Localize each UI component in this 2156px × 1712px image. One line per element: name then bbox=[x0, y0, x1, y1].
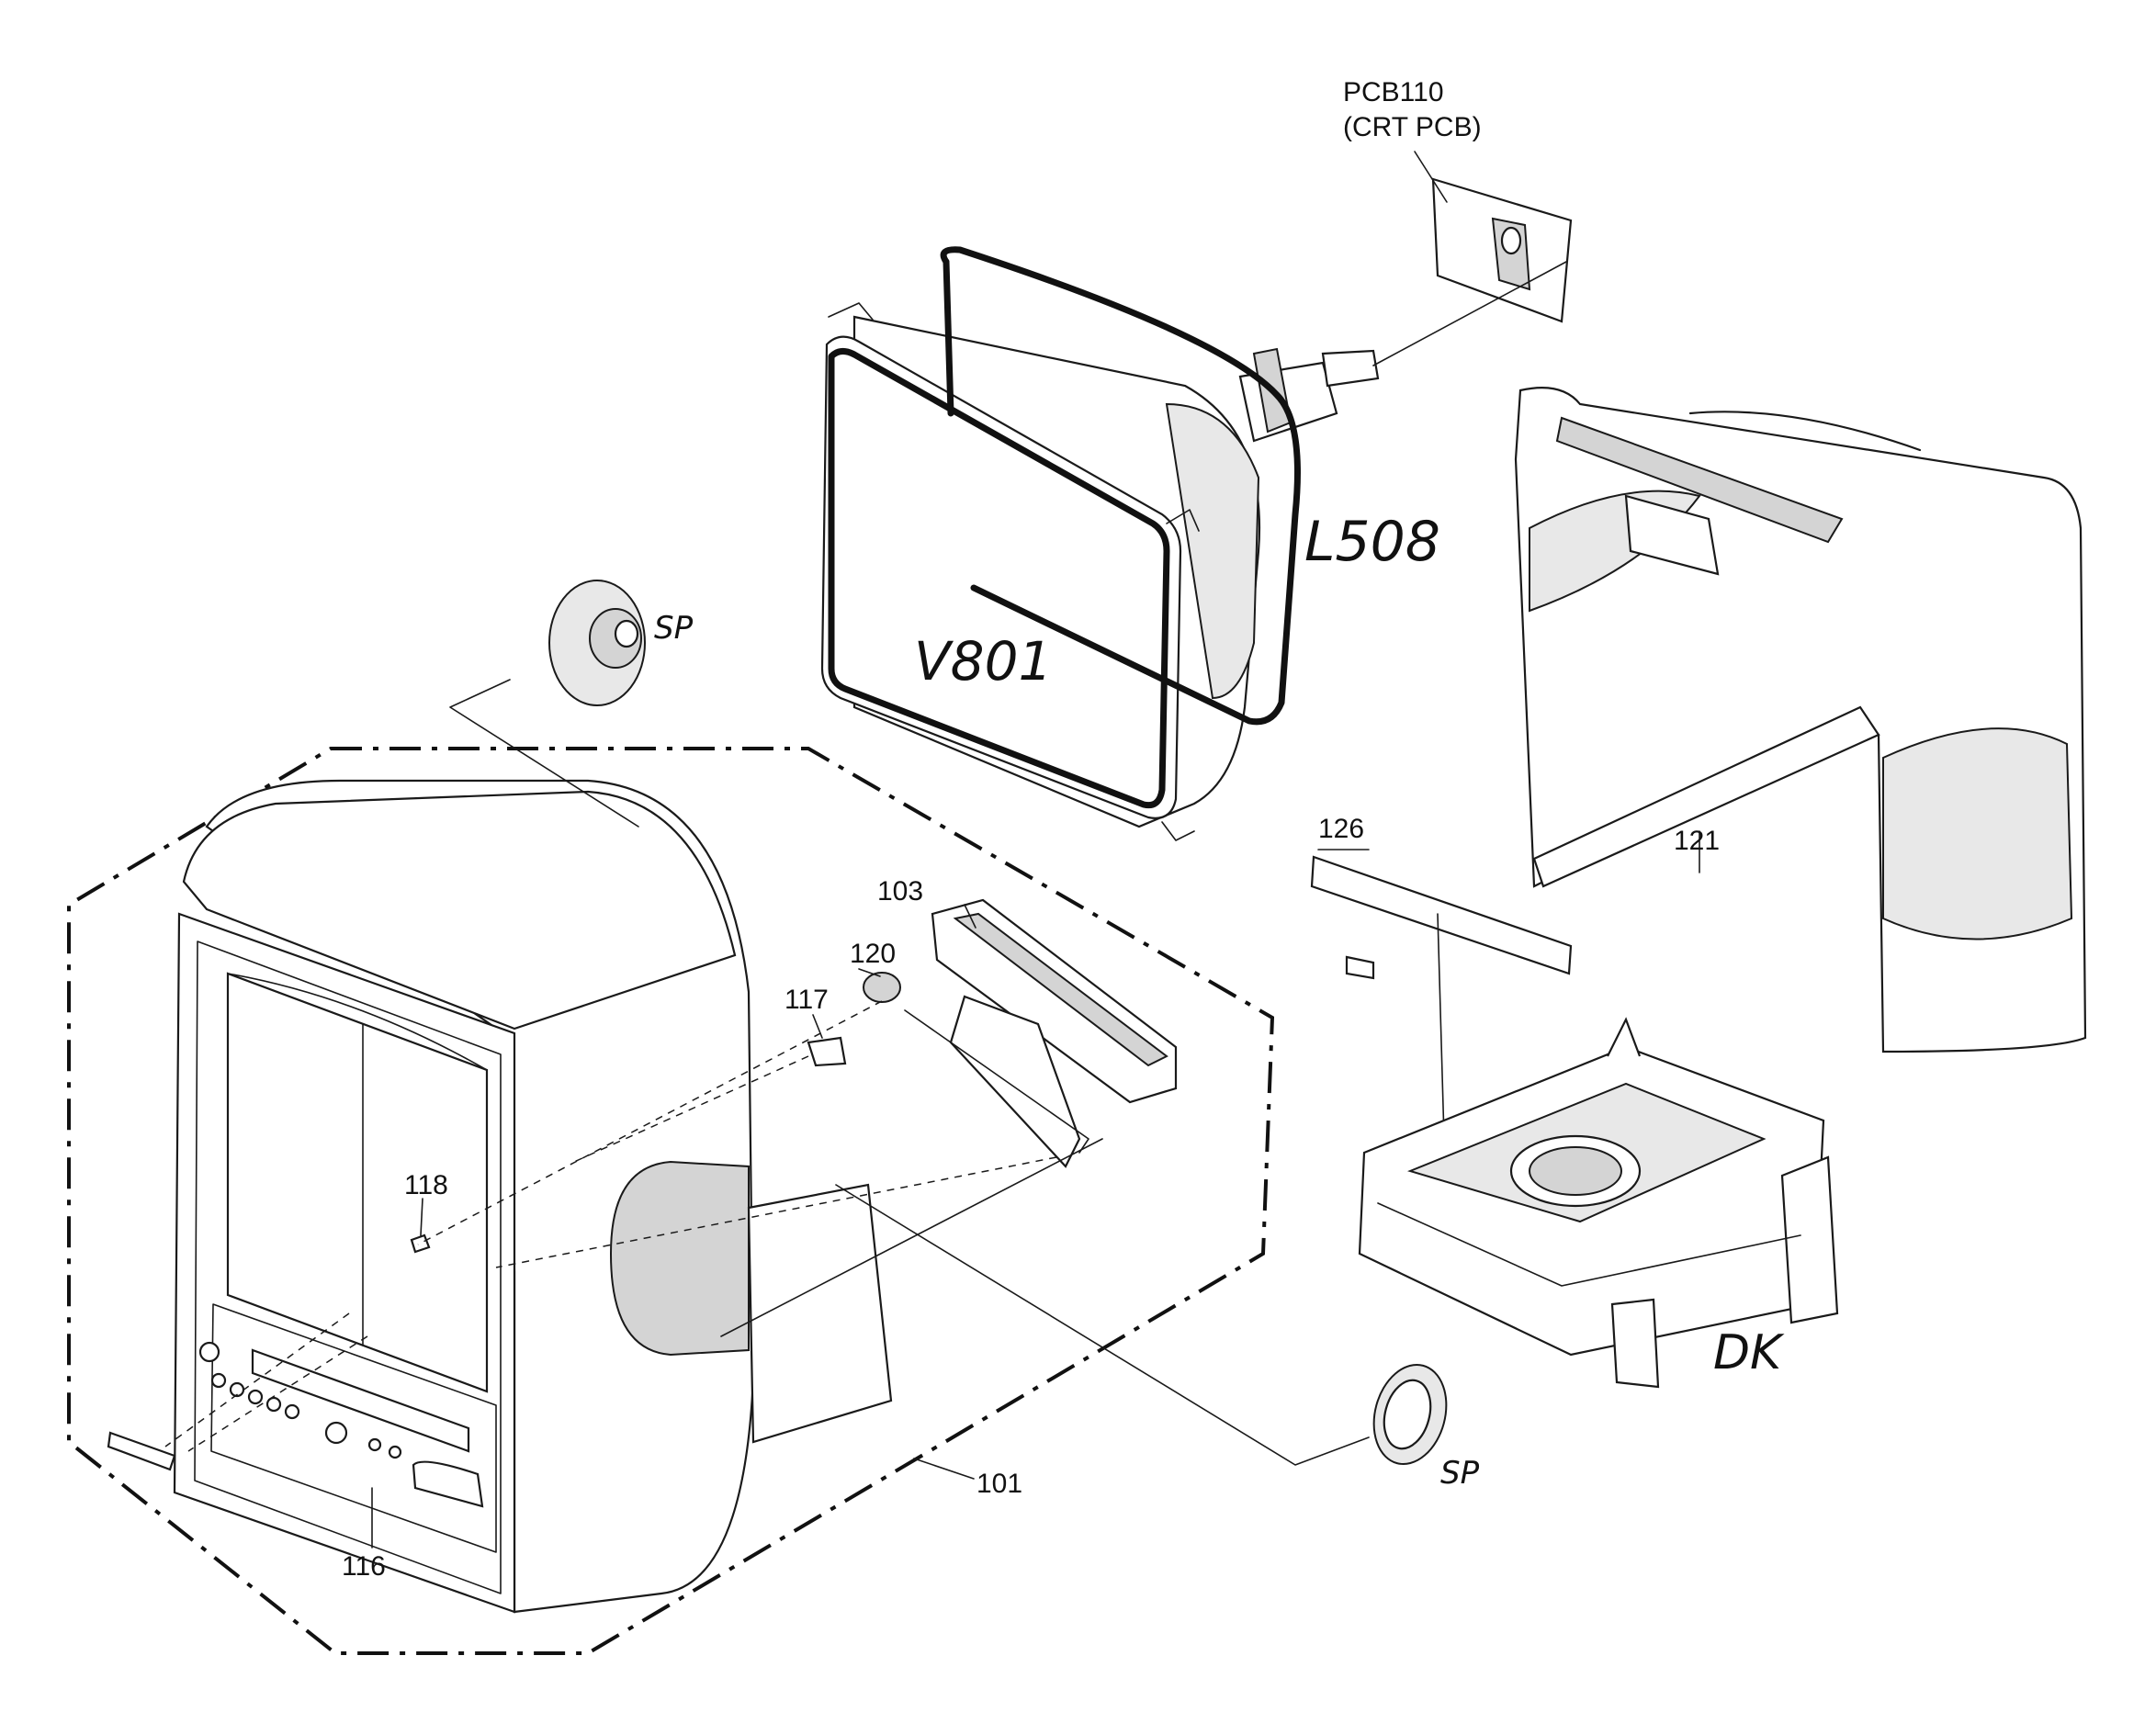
assembly-boundary-101 bbox=[67, 747, 1275, 1655]
control-pcb-103 bbox=[931, 898, 1178, 1168]
crt-tube-v801 bbox=[820, 302, 1380, 841]
label-103: 103 bbox=[877, 876, 923, 907]
pcb110-crt-pcb bbox=[1431, 177, 1573, 323]
label-101: 101 bbox=[976, 1469, 1022, 1499]
part-116-small bbox=[107, 1431, 176, 1471]
speaker-top bbox=[548, 580, 646, 706]
part-126-bar bbox=[1310, 855, 1573, 980]
label-v801: V801 bbox=[914, 630, 1052, 693]
front-cabinet bbox=[107, 779, 755, 1614]
base-plate bbox=[747, 1183, 893, 1444]
deck-mechanism-dk bbox=[1358, 1017, 1839, 1389]
label-126: 126 bbox=[1318, 814, 1364, 844]
label-120: 120 bbox=[850, 939, 896, 969]
label-dk: DK bbox=[1713, 1325, 1785, 1380]
label-crt-pcb: (CRT PCB) bbox=[1343, 112, 1482, 142]
part-120-knob bbox=[863, 972, 901, 1003]
label-116: 116 bbox=[342, 1551, 386, 1582]
label-sp-bottom: SP bbox=[1440, 1455, 1480, 1492]
speaker-bottom bbox=[1372, 1363, 1448, 1466]
part-117 bbox=[807, 1036, 847, 1067]
rear-cabinet-121 bbox=[1514, 387, 2087, 1053]
label-pcb110: PCB110 bbox=[1343, 77, 1444, 107]
label-117: 117 bbox=[785, 985, 829, 1015]
label-sp-top: SP bbox=[654, 610, 694, 647]
label-l508: L508 bbox=[1304, 510, 1440, 574]
front-buttons bbox=[198, 1341, 402, 1459]
label-118: 118 bbox=[404, 1170, 448, 1200]
part-118 bbox=[410, 1233, 431, 1254]
label-121: 121 bbox=[1674, 826, 1720, 856]
degauss-coil-l508 bbox=[940, 246, 1301, 726]
